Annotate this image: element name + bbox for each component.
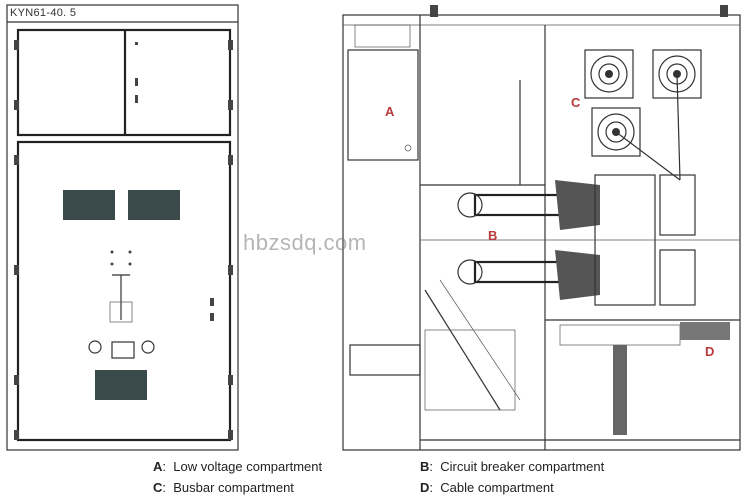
legend-text: Low voltage compartment bbox=[173, 459, 323, 474]
legend-key: B bbox=[420, 459, 430, 474]
legend-sep: : bbox=[162, 459, 167, 474]
legend-sep: : bbox=[162, 480, 167, 495]
legend-key: A bbox=[153, 459, 163, 474]
legend-item-a: A: Low voltage compartment bbox=[153, 459, 322, 474]
legend-key: C bbox=[153, 480, 163, 495]
label-c: C bbox=[571, 95, 581, 110]
legend-item-d: D: Cable compartment bbox=[420, 480, 554, 495]
legend-sep: : bbox=[429, 459, 434, 474]
label-a: A bbox=[385, 104, 395, 119]
legend-item-b: B: Circuit breaker compartment bbox=[420, 459, 604, 474]
legend-text: Cable compartment bbox=[440, 480, 554, 495]
legend-sep: : bbox=[429, 480, 434, 495]
side-view bbox=[342, 5, 741, 451]
label-d: D bbox=[705, 344, 715, 359]
legend-key: D bbox=[420, 480, 430, 495]
legend-text: Circuit breaker compartment bbox=[440, 459, 605, 474]
model-title: KYN61-40. 5 bbox=[10, 7, 77, 19]
busbar-insulators bbox=[584, 49, 702, 181]
breaker-contacts bbox=[420, 174, 740, 306]
front-view bbox=[6, 4, 239, 451]
label-b: B bbox=[488, 228, 498, 243]
legend-item-c: C: Busbar compartment bbox=[153, 480, 294, 495]
watermark: hbzsdq.com bbox=[243, 230, 367, 255]
legend-text: Busbar compartment bbox=[173, 480, 294, 495]
